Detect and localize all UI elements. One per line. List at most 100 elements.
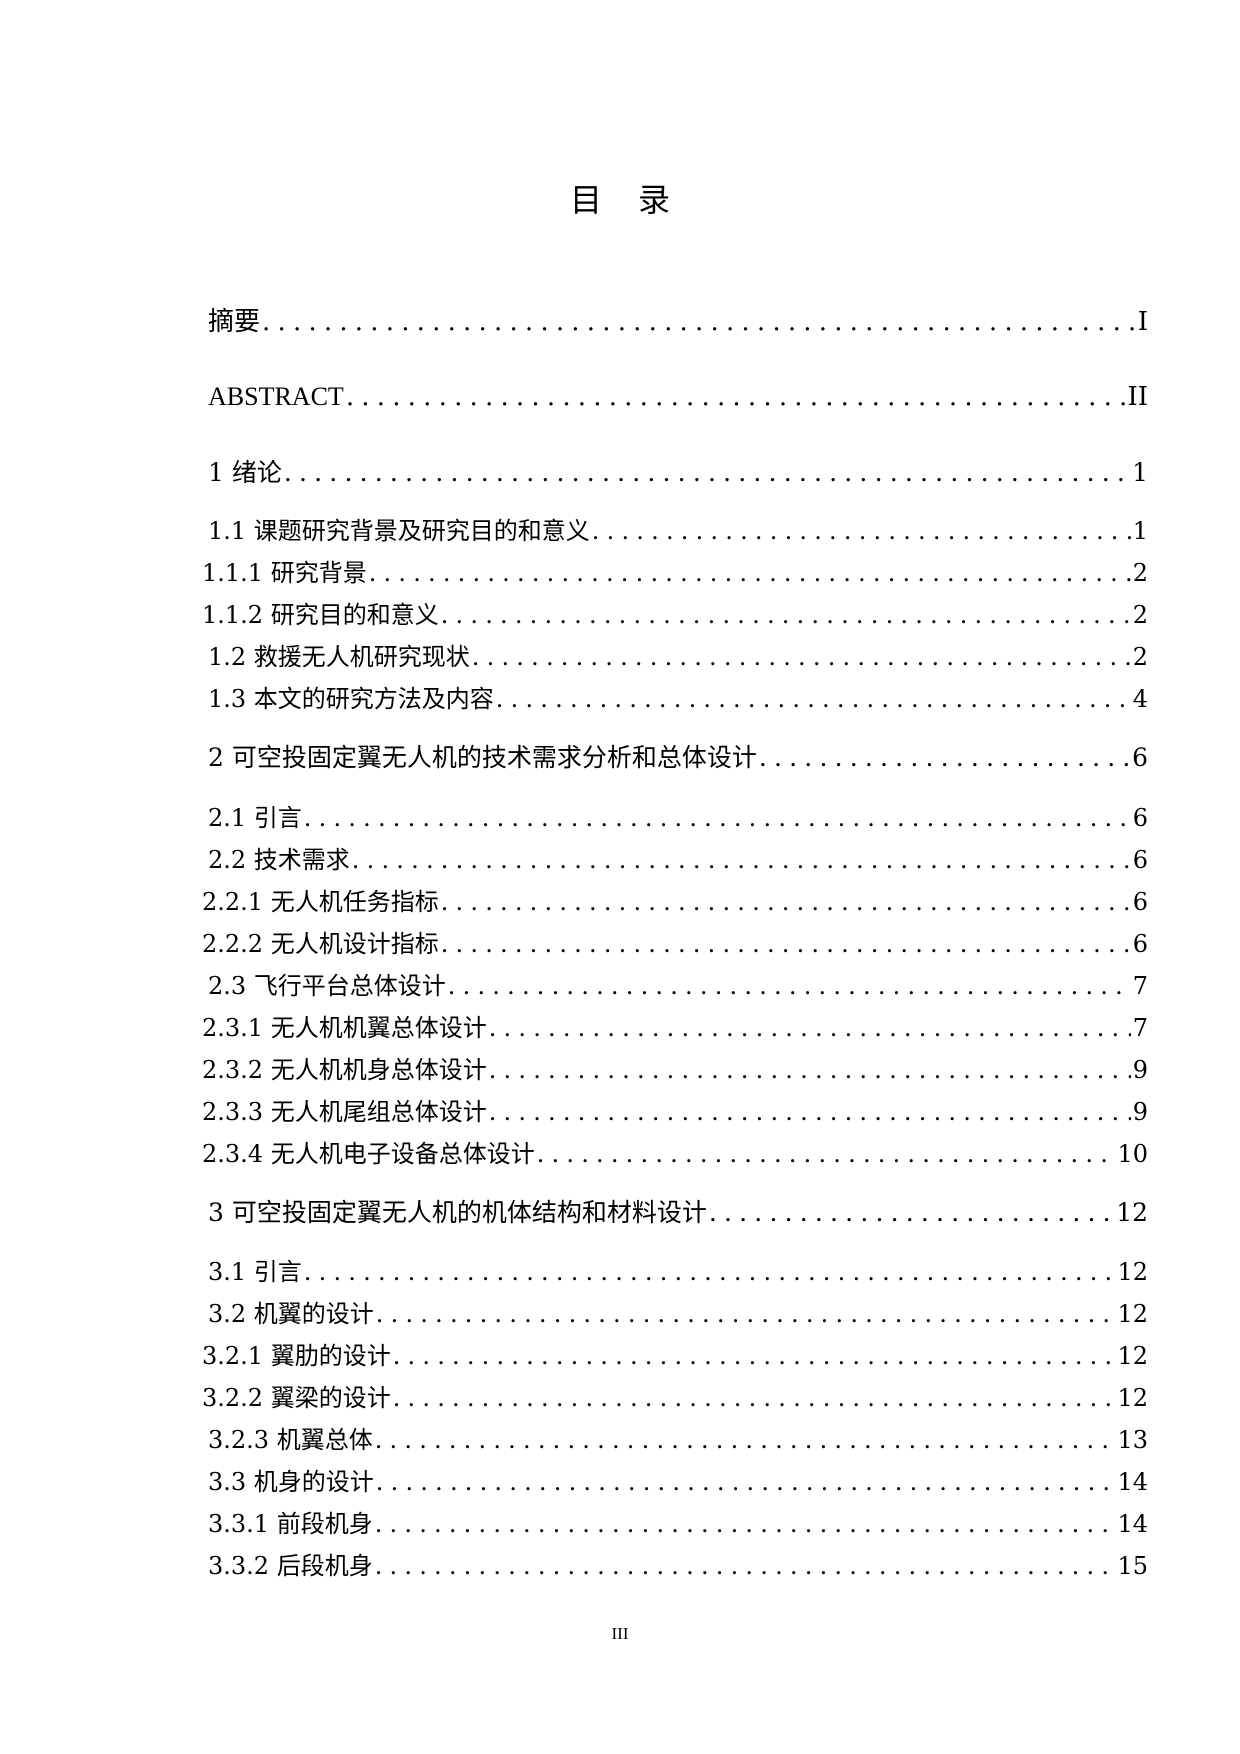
page-number-footer: III xyxy=(611,1624,629,1643)
toc-entry-1-1[interactable]: 1.1 课题研究背景及研究目的和意义 1 xyxy=(0,513,1240,549)
toc-entry-label: 1.2 救援无人机研究现状 xyxy=(208,643,470,671)
dot-leader xyxy=(489,1010,1131,1046)
dot-leader xyxy=(346,377,1126,417)
toc-entry-2-2-1[interactable]: 2.2.1 无人机任务指标 6 xyxy=(0,884,1240,920)
toc-entry-label: 3.3.1 前段机身 xyxy=(208,1510,373,1538)
dot-leader xyxy=(489,1052,1131,1088)
dot-leader xyxy=(448,968,1131,1004)
toc-entry-label: 2.3.2 无人机机身总体设计 xyxy=(202,1056,487,1084)
toc-entry-3-1[interactable]: 3.1 引言12 xyxy=(0,1254,1240,1290)
toc-entry-2-2[interactable]: 2.2 技术需求 6 xyxy=(0,842,1240,878)
dot-leader xyxy=(284,454,1130,492)
toc-entry-2-3[interactable]: 2.3 飞行平台总体设计 7 xyxy=(0,968,1240,1004)
toc-entry-2-3-4[interactable]: 2.3.4 无人机电子设备总体设计10 xyxy=(0,1136,1240,1172)
toc-entry-label: 2.2.1 无人机任务指标 xyxy=(202,888,439,916)
dot-leader xyxy=(759,739,1130,777)
dot-leader xyxy=(393,1380,1116,1416)
toc-entry-3-3[interactable]: 3.3 机身的设计 14 xyxy=(0,1464,1240,1500)
toc-entry-label: 3.2 机翼的设计 xyxy=(208,1300,374,1328)
toc-entry-page: 6 xyxy=(1132,804,1148,832)
toc-entry-page: 14 xyxy=(1117,1510,1148,1538)
toc-entry-page: 2 xyxy=(1132,559,1148,587)
toc-entry-page: 12 xyxy=(1117,1258,1148,1286)
toc-entry-page: 1 xyxy=(1132,458,1148,487)
toc-entry-page: 6 xyxy=(1132,888,1148,916)
toc-entry-2-3-3[interactable]: 2.3.3 无人机尾组总体设计 9 xyxy=(0,1094,1240,1130)
toc-entry-page: 4 xyxy=(1132,685,1148,713)
toc-entry-page: 13 xyxy=(1117,1426,1148,1454)
toc-entry-2-1[interactable]: 2.1 引言6 xyxy=(0,800,1240,836)
toc-entry-label: 2.3.3 无人机尾组总体设计 xyxy=(202,1098,487,1126)
dot-leader xyxy=(496,681,1131,717)
toc-entry-page: 6 xyxy=(1132,930,1148,958)
toc-entry-3-2-1[interactable]: 3.2.1 翼肋的设计 12 xyxy=(0,1338,1240,1374)
dot-leader xyxy=(375,1506,1116,1542)
toc-entry-page: 7 xyxy=(1132,1014,1148,1042)
toc-entry-label: 3.3.2 后段机身 xyxy=(208,1552,373,1580)
toc-entry-label: 1.1 课题研究背景及研究目的和意义 xyxy=(208,517,590,545)
toc-entry-label: 1.1.1 研究背景 xyxy=(202,559,367,587)
dot-leader xyxy=(393,1338,1116,1374)
toc-entry-abstract-en[interactable]: ABSTRACT II xyxy=(0,377,1240,417)
toc-entry-page: 10 xyxy=(1117,1140,1148,1168)
toc-entry-label: 2.2.2 无人机设计指标 xyxy=(202,930,439,958)
toc-entry-1-1-2[interactable]: 1.1.2 研究目的和意义 2 xyxy=(0,597,1240,633)
toc-entry-page: 7 xyxy=(1132,972,1148,1000)
toc-entry-page: 14 xyxy=(1117,1468,1148,1496)
toc-entry-page: I xyxy=(1137,307,1148,337)
toc-entry-label: 2.3.1 无人机机翼总体设计 xyxy=(202,1014,487,1042)
dot-leader xyxy=(369,555,1131,591)
dot-leader xyxy=(441,926,1131,962)
toc-entry-page: 6 xyxy=(1132,743,1148,772)
toc-entry-page: 12 xyxy=(1116,1198,1148,1227)
toc-entry-1-3[interactable]: 1.3 本文的研究方法及内容4 xyxy=(0,681,1240,717)
toc-entry-page: II xyxy=(1127,382,1148,412)
toc-entry-3-2-3[interactable]: 3.2.3 机翼总体 13 xyxy=(0,1422,1240,1458)
toc-entry-page: 1 xyxy=(1132,517,1148,545)
toc-entry-page: 12 xyxy=(1117,1342,1148,1370)
toc-entry-page: 2 xyxy=(1132,643,1148,671)
toc-entry-3-2-2[interactable]: 3.2.2 翼梁的设计 12 xyxy=(0,1380,1240,1416)
dot-leader xyxy=(262,302,1136,342)
dot-leader xyxy=(537,1136,1116,1172)
toc-entry-3-2[interactable]: 3.2 机翼的设计12 xyxy=(0,1296,1240,1332)
toc-entry-chapter-2[interactable]: 2 可空投固定翼无人机的技术需求分析和总体设计6 xyxy=(0,739,1240,777)
toc-entry-page: 9 xyxy=(1132,1056,1148,1084)
toc-entry-2-3-1[interactable]: 2.3.1 无人机机翼总体设计 7 xyxy=(0,1010,1240,1046)
dot-leader xyxy=(375,1548,1116,1584)
toc-entry-label: 1 绪论 xyxy=(208,458,282,487)
dot-leader xyxy=(441,884,1131,920)
toc-entry-label: 2.3 飞行平台总体设计 xyxy=(208,972,446,1000)
title-char-1: 目 xyxy=(569,181,602,219)
dot-leader xyxy=(592,513,1131,549)
toc-entry-label: 3.2.2 翼梁的设计 xyxy=(202,1384,391,1412)
toc-entry-label: 2.2 技术需求 xyxy=(208,846,350,874)
toc-entry-3-3-2[interactable]: 3.3.2 后段机身 15 xyxy=(0,1548,1240,1584)
toc-entry-2-2-2[interactable]: 2.2.2 无人机设计指标 6 xyxy=(0,926,1240,962)
toc-entry-page: 15 xyxy=(1117,1552,1148,1580)
toc-entry-label: 1.1.2 研究目的和意义 xyxy=(202,601,439,629)
dot-leader xyxy=(376,1464,1116,1500)
toc-entry-label: 3.2.3 机翼总体 xyxy=(208,1426,373,1454)
toc-entry-label: 3.2.1 翼肋的设计 xyxy=(202,1342,391,1370)
toc-entry-label: 3 可空投固定翼无人机的机体结构和材料设计 xyxy=(208,1198,707,1227)
toc-entry-1-1-1[interactable]: 1.1.1 研究背景 2 xyxy=(0,555,1240,591)
toc-entry-page: 12 xyxy=(1117,1384,1148,1412)
dot-leader xyxy=(304,1254,1116,1290)
toc-entry-page: 6 xyxy=(1132,846,1148,874)
toc-entry-label: 摘要 xyxy=(208,307,261,336)
toc-entry-label: 3.3 机身的设计 xyxy=(208,1468,374,1496)
toc-entry-chapter-1[interactable]: 1 绪论 1 xyxy=(0,454,1240,492)
toc-entry-2-3-2[interactable]: 2.3.2 无人机机身总体设计 9 xyxy=(0,1052,1240,1088)
title-char-2: 录 xyxy=(638,181,671,219)
toc-entry-page: 9 xyxy=(1132,1098,1148,1126)
toc-entry-3-3-1[interactable]: 3.3.1 前段机身 14 xyxy=(0,1506,1240,1542)
toc-entry-page: 2 xyxy=(1132,601,1148,629)
toc-entry-label: ABSTRACT xyxy=(208,382,344,411)
toc-entry-abstract-cn[interactable]: 摘要 I xyxy=(0,302,1240,342)
page-title: 目录 xyxy=(0,178,1240,222)
dot-leader xyxy=(441,597,1131,633)
toc-entry-1-2[interactable]: 1.2 救援无人机研究现状 2 xyxy=(0,639,1240,675)
toc-entry-chapter-3[interactable]: 3 可空投固定翼无人机的机体结构和材料设计 12 xyxy=(0,1194,1240,1232)
